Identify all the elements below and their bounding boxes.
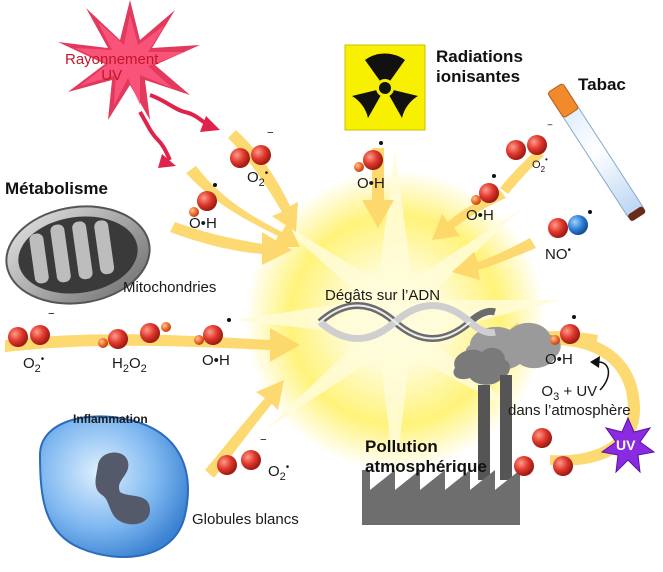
dna-helix — [317, 302, 496, 342]
ionizing-label-line2: ionisantes — [436, 67, 521, 87]
formula-nitric-oxide: NO• — [545, 245, 572, 263]
formula-main: O — [532, 159, 541, 171]
formula-b: H — [482, 207, 494, 224]
peroxide-molecule — [98, 322, 171, 349]
hydroxyl-molecule-radiation — [354, 141, 383, 172]
formula-b: H — [218, 352, 230, 369]
formula-sub: 2 — [258, 177, 265, 189]
white-cells-label: Globules blancs — [192, 511, 299, 528]
formula-a: O — [189, 215, 201, 232]
ionizing-label: Radiations ionisantes — [436, 47, 523, 88]
formula-superoxide-cells: O2• — [268, 462, 290, 483]
formula-sup: • — [264, 168, 269, 179]
formula-b: H — [561, 351, 573, 368]
superoxide-molecule: ‾ — [230, 130, 274, 168]
hydroxyl-molecule-metabolism — [194, 318, 231, 345]
ozone-molecule — [514, 428, 573, 476]
formula-main: O — [247, 169, 259, 186]
formula-sub: 2 — [540, 165, 546, 174]
formula-superoxide-uv: O2• — [247, 168, 269, 189]
pollution-label-line2: atmosphérique — [365, 457, 487, 477]
atmosphere-arrow — [590, 356, 610, 391]
factory-icon — [362, 322, 561, 525]
ionizing-label-line1: Radiations — [436, 47, 523, 66]
mitochondria-label: Mitochondries — [123, 279, 217, 296]
source-arrows — [5, 130, 640, 478]
inflammation-label: Inflammation — [73, 412, 148, 426]
uv-star-icon — [600, 416, 656, 474]
formula-superoxide-tobacco: O2• — [532, 156, 548, 174]
formula-a: H — [112, 355, 123, 372]
formula-hydroxyl-pollution: O•H — [545, 352, 573, 367]
formula-a: O — [545, 351, 557, 368]
uv-label-line1: Rayonnement — [65, 51, 159, 68]
atmosphere-label: O3 + UV dans l’atmosphère — [508, 383, 631, 421]
nitric-oxide-molecule — [548, 210, 592, 238]
formula-sub2: 2 — [140, 363, 147, 375]
formula-dot: • — [213, 352, 219, 369]
formula-hydroxyl-radiation: O•H — [357, 176, 385, 191]
pollution-label: Pollution atmosphérique — [365, 437, 487, 478]
formula-superoxide-metabolism: O2• — [23, 354, 45, 375]
svg-text:‾: ‾ — [267, 130, 274, 146]
formula-main: O — [23, 355, 35, 372]
formula-sup: • — [567, 245, 572, 256]
uv-label: Rayonnement UV — [65, 52, 158, 84]
hydroxyl-molecule — [189, 183, 217, 217]
white-blood-cell-icon — [38, 415, 189, 558]
radiation-icon — [344, 44, 426, 131]
formula-dot: • — [200, 215, 206, 232]
superoxide-molecule-cells: ‾ — [217, 437, 267, 475]
formula-sub: 2 — [34, 363, 41, 375]
formula-dot: • — [477, 207, 483, 224]
hydroxyl-molecule-tobacco — [471, 174, 499, 205]
uv-star-label: UV — [616, 437, 636, 453]
formula-dot: • — [556, 351, 562, 368]
uv-starburst-icon — [58, 0, 220, 168]
formula-sup: • — [545, 155, 548, 164]
formula-a: O — [357, 175, 369, 192]
formula-b: H — [205, 215, 217, 232]
formula-sup: • — [40, 354, 45, 365]
formula-main: NO — [545, 246, 568, 263]
formula-b: H — [373, 175, 385, 192]
formula-dot: • — [368, 175, 374, 192]
formula-a: O — [466, 207, 478, 224]
uv-label-line2: UV — [101, 66, 123, 84]
formula-a: O — [202, 352, 214, 369]
svg-text:‾: ‾ — [48, 311, 55, 327]
hydroxyl-molecule-pollution — [550, 315, 580, 345]
formula-b: O — [128, 355, 141, 372]
superoxide-molecule-metabolism: ‾ — [8, 311, 55, 347]
ozone-subscript: 3 — [553, 391, 560, 403]
formula-hydroxyl-tobacco: O•H — [466, 208, 494, 223]
formula-hydroxyl-uv: O•H — [189, 216, 217, 231]
formula-peroxide: H2O2 — [112, 355, 147, 375]
formula-sup: • — [285, 462, 290, 473]
cigarette-icon — [548, 83, 646, 221]
formula-sub: 2 — [279, 471, 286, 483]
center-label: Dégâts sur l’ADN — [325, 287, 441, 304]
pollution-label-line1: Pollution — [365, 437, 438, 456]
atmosphere-label-line2: dans l’atmosphère — [508, 401, 631, 419]
ozone-symbol: O — [541, 383, 554, 400]
formula-hydroxyl-metabolism: O•H — [202, 353, 230, 368]
svg-text:‾: ‾ — [260, 437, 267, 453]
svg-text:‾: ‾ — [547, 123, 553, 137]
superoxide-molecule-tobacco: ‾ — [506, 123, 553, 160]
formula-sub1: 2 — [122, 363, 129, 375]
mitochondrion-icon — [5, 205, 151, 305]
metabolism-label: Métabolisme — [5, 179, 108, 198]
ozone-rest: + UV — [559, 383, 598, 400]
tobacco-label: Tabac — [578, 75, 626, 94]
atmosphere-label-line1: O3 + UV — [508, 383, 631, 403]
formula-main: O — [268, 463, 280, 480]
molecules: ‾ ‾ — [8, 123, 592, 476]
